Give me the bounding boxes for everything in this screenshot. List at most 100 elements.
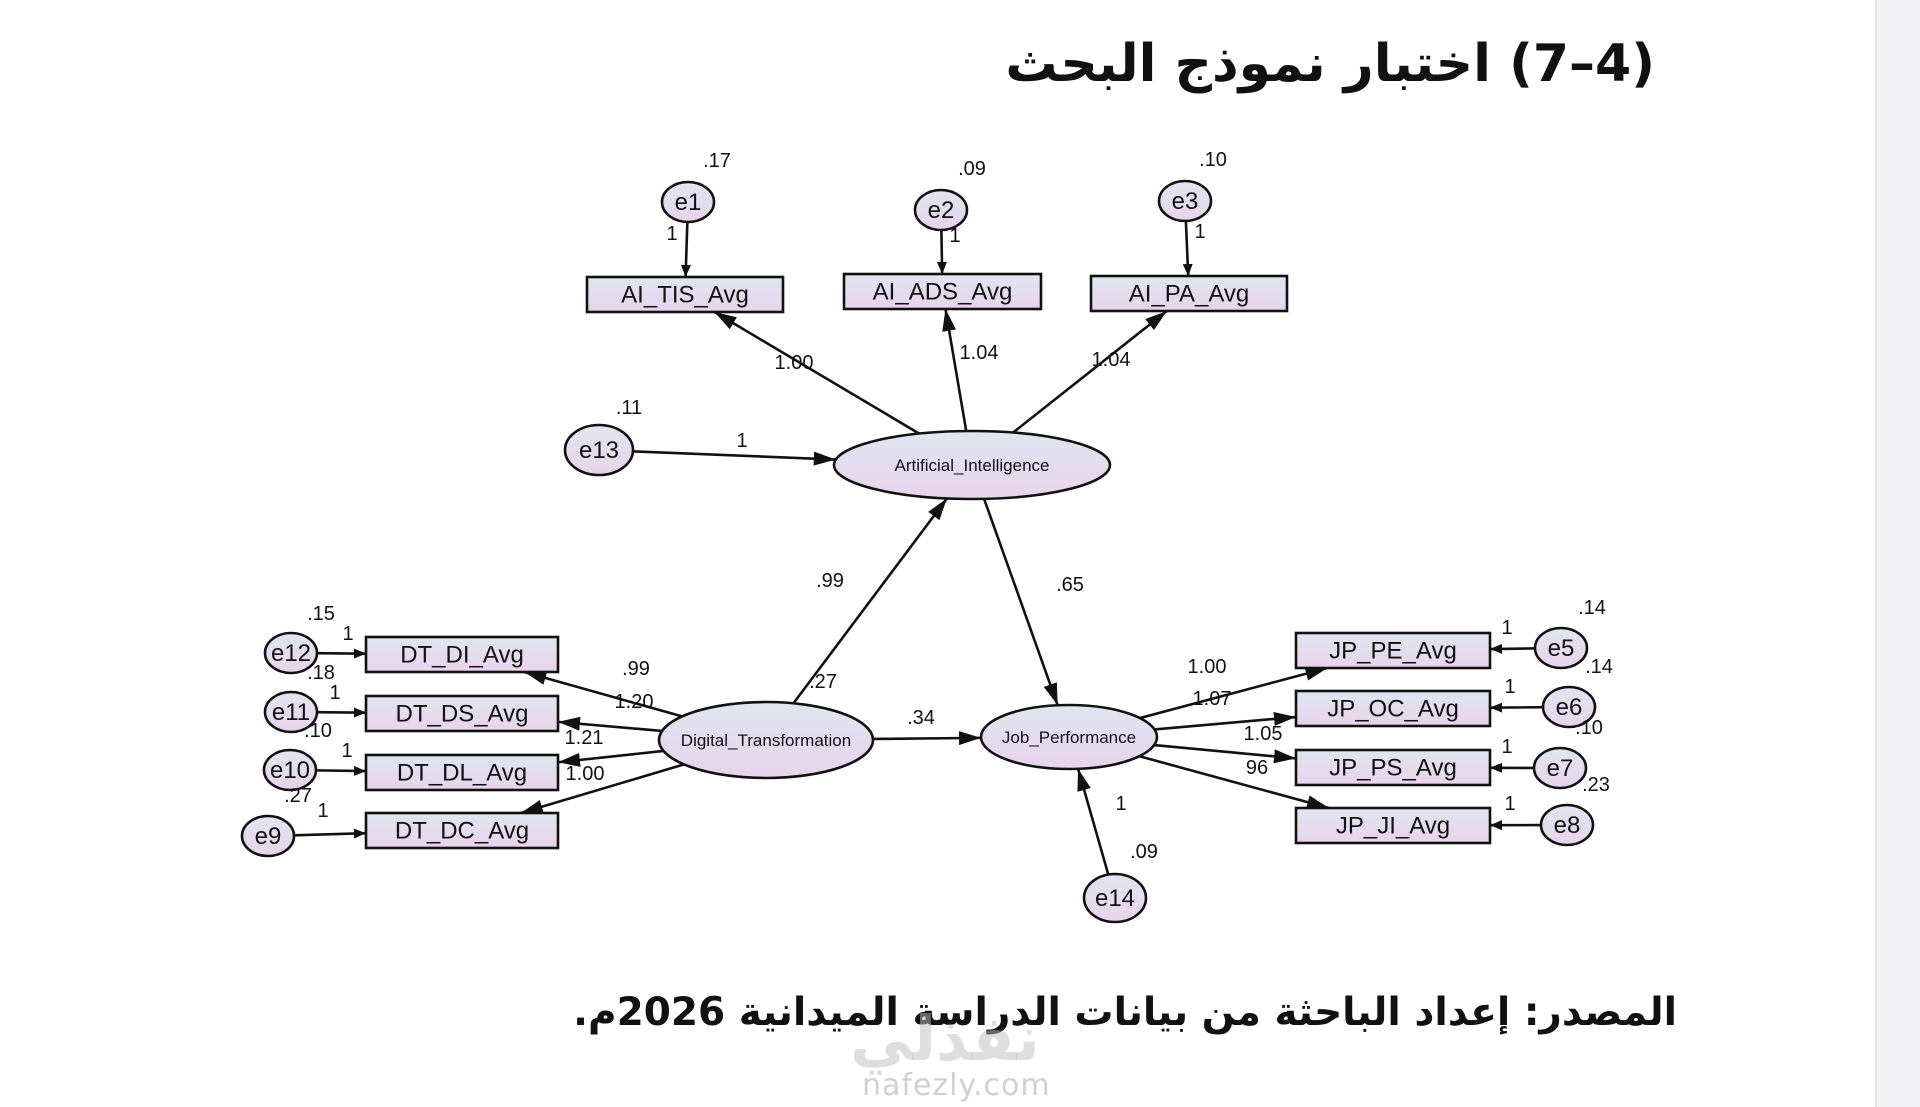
fixed-path-weight-label: 1 [329,682,340,704]
error-variance-label: .10 [1575,717,1603,739]
loading-coefficient-label: 96 [1246,757,1268,779]
fixed-path-weight-label: 1 [342,623,353,645]
loading-arrow [557,749,664,767]
error-term-label: e8 [1554,812,1581,839]
indicator-label: AI_TIS_Avg [621,282,749,309]
error-path-arrow [936,229,947,275]
figure-source-caption: المصدر: إعداد الباحثة من بيانات الدراسة … [573,990,1677,1035]
indicator-box [364,694,560,733]
loading-coefficient-label: 1.21 [565,727,604,749]
loading-coefficient-label: .99 [622,658,650,680]
latent-variable-label: Job_Performance [1002,728,1136,747]
fixed-path-weight-label: 1 [341,740,352,762]
error-variance-label: .15 [307,603,335,625]
latent-variable-label: Digital_Transformation [681,731,851,750]
error-term-node [262,748,318,792]
latent-variance-label: .27 [809,671,837,693]
error-variance-label: .09 [958,158,986,180]
loading-arrow [523,670,683,718]
error-path-arrow [1489,643,1536,654]
error-variance-label: .11 [616,397,642,419]
error-term-label: e14 [1095,885,1135,912]
error-term-node [1157,179,1213,223]
indicator-box [364,811,560,850]
indicator-box [364,753,560,792]
fixed-path-weight-label: 1 [1115,793,1126,815]
loading-arrow [942,308,968,432]
loading-arrow [1139,666,1328,720]
loading-coefficient-label: 1.00 [566,763,605,785]
watermark-logo: نفذلي [850,1002,1040,1075]
indicator-label: DT_DI_Avg [400,642,524,669]
indicator-box [1294,748,1492,787]
error-variance-label: .10 [304,720,332,742]
error-term-label: e5 [1548,635,1575,662]
fixed-path-weight-label: 1 [1504,676,1515,698]
fixed-path-weight-label: 1 [317,800,328,822]
error-path-arrow [1076,768,1110,875]
error-term-node [563,423,635,477]
indicator-label: JP_OC_Avg [1327,696,1459,723]
path-coefficient-label: .65 [1056,574,1084,596]
error-variance-label: .17 [703,150,731,172]
path-coefficient-label: .99 [816,570,844,592]
latent-variable-node [832,429,1112,501]
fixed-path-weight-label: 1 [736,430,747,452]
indicator-label: JP_PE_Avg [1329,638,1457,665]
error-path-arrow [315,765,367,776]
indicator-label: JP_PS_Avg [1329,755,1457,782]
error-variance-label: .10 [1199,149,1227,171]
fixed-path-weight-label: 1 [1504,793,1515,815]
loading-coefficient-label: 1.05 [1244,723,1283,745]
structural-path-arrow [982,498,1059,706]
error-term-label: e6 [1556,694,1583,721]
fixed-path-weight-label: 1 [1194,221,1205,243]
indicator-label: DT_DS_Avg [396,701,529,728]
error-term-node [1533,626,1589,670]
loading-coefficient-label: 1.04 [1092,349,1131,371]
loading-arrow [557,716,663,733]
structural-path-arrow [872,731,982,746]
indicator-box [364,635,560,674]
indicator-label: JP_JI_Avg [1336,813,1450,840]
latent-variable-node [657,700,875,780]
figure-title: (4–7) اختبار نموذج البحث [1005,34,1655,94]
error-path-arrow [680,221,691,278]
error-term-node [1532,746,1588,790]
indicator-label: AI_PA_Avg [1129,281,1250,308]
error-term-label: e11 [272,699,310,726]
error-term-label: e9 [255,823,282,850]
error-term-node [660,180,716,224]
error-term-node [263,631,319,675]
loading-coefficient-label: 1.07 [1193,688,1232,710]
structural-path-arrow [792,497,948,705]
error-term-node [263,690,319,734]
loading-coefficient-label: 1.04 [960,342,999,364]
loading-arrow [1154,743,1297,764]
error-term-node [1541,685,1597,729]
indicator-box [1294,631,1492,670]
error-term-label: e12 [271,640,311,667]
indicator-label: AI_ADS_Avg [873,279,1013,306]
loading-arrow [1154,711,1297,731]
error-variance-label: .09 [1130,841,1158,863]
fixed-path-weight-label: 1 [1501,617,1512,639]
fixed-path-weight-label: 1 [949,225,960,247]
error-term-label: e3 [1172,188,1199,215]
fixed-path-weight-label: 1 [1501,736,1512,758]
indicator-box [585,275,785,314]
loading-arrow [1012,309,1168,434]
path-coefficient-label: .34 [907,707,935,729]
indicator-label: DT_DL_Avg [397,760,527,787]
error-term-label: e1 [675,189,702,216]
error-path-arrow [632,450,836,466]
error-term-label: e7 [1547,755,1574,782]
indicator-label: DT_DC_Avg [395,818,529,845]
indicator-box [1089,274,1289,313]
error-variance-label: .14 [1578,597,1606,619]
loading-arrow [520,763,685,815]
error-term-node [1082,872,1148,924]
error-variance-label: .23 [1582,774,1610,796]
indicator-box [1294,689,1492,728]
loading-arrow [713,310,920,435]
